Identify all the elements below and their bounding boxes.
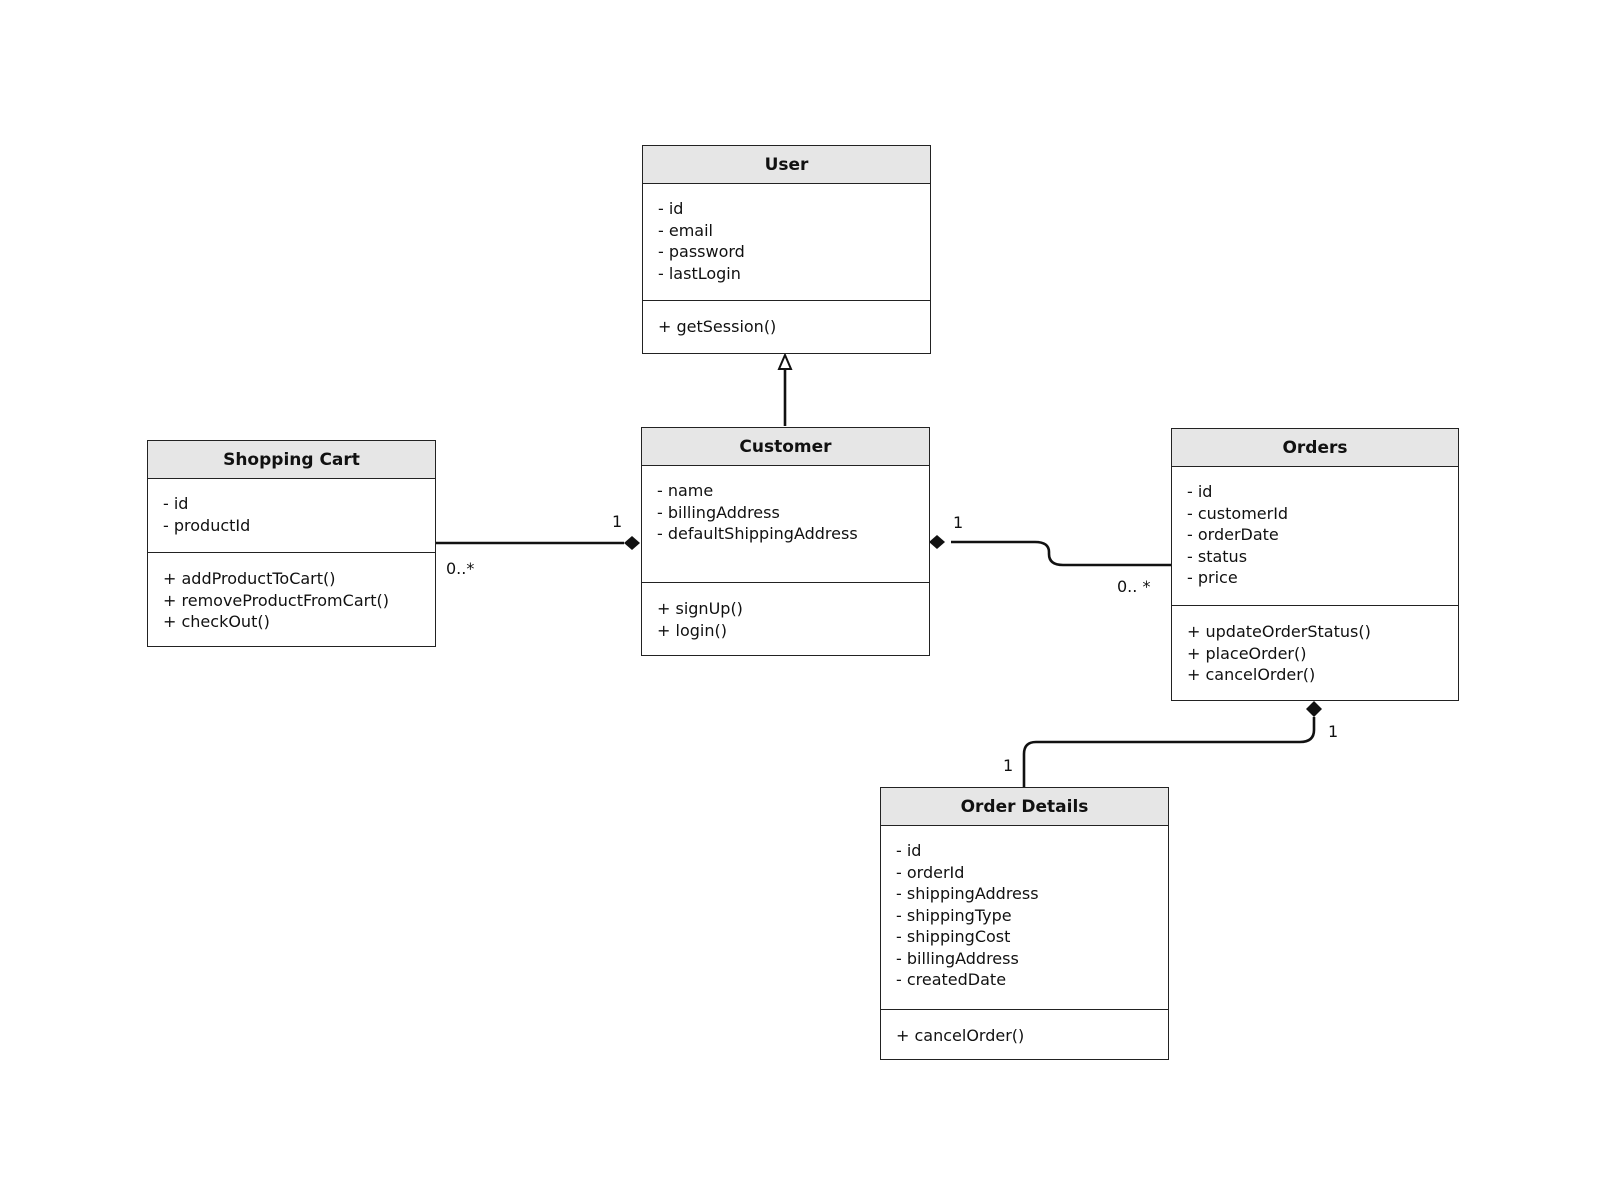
attribute: - name	[657, 481, 714, 500]
class-order-details-name: Order Details	[881, 788, 1168, 826]
attribute: - createdDate	[896, 970, 1007, 989]
attribute: - id	[658, 199, 684, 218]
class-shopping-cart: Shopping Cart - id - productId + addProd…	[147, 440, 436, 647]
class-orders-operations: + updateOrderStatus() + placeOrder() + c…	[1172, 606, 1458, 700]
multiplicity-customer-orders-part: 0.. *	[1117, 577, 1151, 596]
class-order-details-attributes: - id - orderId - shippingAddress - shipp…	[881, 826, 1168, 1010]
attribute: - billingAddress	[896, 948, 1019, 968]
attribute: - price	[1187, 568, 1238, 587]
multiplicity-customer-cart-whole: 1	[612, 512, 623, 531]
attribute: - productId	[163, 515, 251, 535]
operation: + getSession()	[658, 317, 777, 336]
composition-line-customer-orders	[951, 540, 1171, 567]
class-orders-attributes: - id - customerId - orderDate - status -…	[1172, 467, 1458, 606]
class-customer-name: Customer	[642, 428, 929, 466]
attribute: - lastLogin	[658, 263, 741, 283]
operation: + removeProductFromCart()	[163, 590, 389, 610]
attribute: - orderId	[896, 862, 965, 882]
class-user-name: User	[643, 146, 930, 184]
attribute: - shippingCost	[896, 927, 1011, 946]
composition-diamond-customer-left	[624, 536, 640, 550]
multiplicity-customer-cart-part: 0..*	[446, 559, 475, 578]
operation: + updateOrderStatus()	[1187, 622, 1371, 641]
class-order-details-operations: + cancelOrder()	[881, 1010, 1168, 1059]
class-user: User - id - email - password - lastLogin…	[642, 145, 931, 354]
attribute: - defaultShippingAddress	[657, 524, 858, 543]
attribute: - shippingAddress	[896, 884, 1039, 903]
composition-diamond-customer-right	[929, 535, 945, 549]
class-user-operations: + getSession()	[643, 301, 930, 353]
operation: + signUp()	[657, 599, 743, 618]
class-order-details: Order Details - id - orderId - shippingA…	[880, 787, 1169, 1060]
operation: + cancelOrder()	[1187, 665, 1316, 684]
class-orders: Orders - id - customerId - orderDate - s…	[1171, 428, 1459, 701]
class-shopping-cart-attributes: - id - productId	[148, 479, 435, 553]
class-customer-operations: + signUp() + login()	[642, 583, 929, 655]
operation: + checkOut()	[163, 612, 270, 631]
attribute: - id	[163, 494, 189, 513]
operation: + placeOrder()	[1187, 643, 1307, 663]
attribute: - id	[1187, 482, 1213, 501]
operation: + addProductToCart()	[163, 569, 336, 588]
multiplicity-orders-details-whole: 1	[1328, 722, 1339, 741]
class-user-attributes: - id - email - password - lastLogin	[643, 184, 930, 301]
attribute: - orderDate	[1187, 525, 1279, 544]
operation: + cancelOrder()	[896, 1026, 1025, 1045]
composition-diamond-orders-bottom	[1306, 701, 1322, 717]
attribute: - password	[658, 242, 745, 261]
generalization-arrowhead	[777, 352, 793, 370]
class-shopping-cart-operations: + addProductToCart() + removeProductFrom…	[148, 553, 435, 646]
operation: + login()	[657, 620, 727, 640]
attribute: - id	[896, 841, 922, 860]
attribute: - shippingType	[896, 905, 1012, 925]
class-customer-attributes: - name - billingAddress - defaultShippin…	[642, 466, 929, 583]
multiplicity-customer-orders-whole: 1	[953, 513, 964, 532]
attribute: - status	[1187, 546, 1248, 566]
attribute: - email	[658, 220, 713, 240]
composition-line-orders-orderdetails	[1022, 717, 1316, 787]
attribute: - customerId	[1187, 503, 1289, 523]
class-orders-name: Orders	[1172, 429, 1458, 467]
multiplicity-orders-details-part: 1	[1003, 756, 1014, 775]
attribute: - billingAddress	[657, 502, 780, 522]
class-shopping-cart-name: Shopping Cart	[148, 441, 435, 479]
class-customer: Customer - name - billingAddress - defau…	[641, 427, 930, 656]
